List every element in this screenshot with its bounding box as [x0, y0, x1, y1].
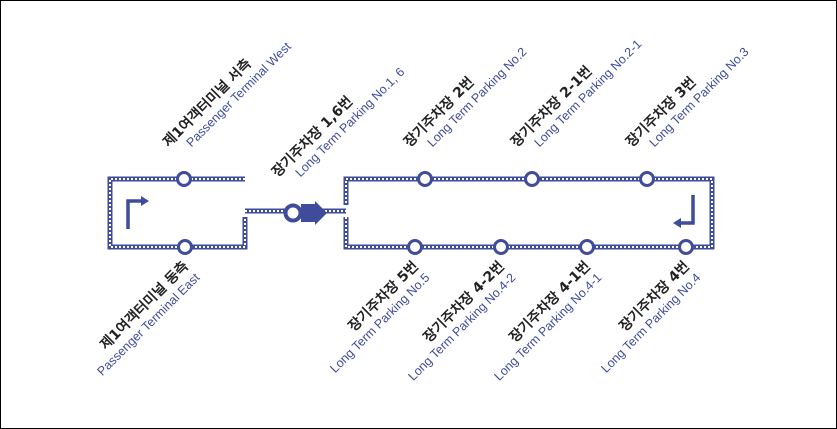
- stop-marker-p3: [639, 171, 655, 187]
- stops-layer: [176, 171, 694, 255]
- stop-marker-p4: [678, 239, 694, 255]
- turn-right-arrow-icon: [126, 196, 149, 229]
- route-line: [107, 176, 715, 250]
- stop-name-english: Passenger Terminal West: [184, 39, 295, 150]
- turn-left-arrow-icon: [673, 195, 695, 228]
- stop-name-english: Long Term Parking No.5: [327, 271, 432, 376]
- stop-name-english: Long Term Parking No.4: [598, 271, 703, 376]
- stop-name-english: Long Term Parking No.2-1: [532, 37, 645, 150]
- route-track-outline: [343, 176, 715, 250]
- route-segment-right-loop: [345, 178, 713, 248]
- stop-marker-p2: [417, 171, 433, 187]
- stop-marker-t1-west: [176, 171, 192, 187]
- stop-marker-t1-east: [177, 239, 193, 255]
- route-track-outline: [107, 176, 248, 250]
- stop-name-english: Long Term Parking No.1, 6: [293, 65, 408, 180]
- stop-marker-p4-2: [493, 239, 509, 255]
- stop-name-korean: 제1여객터미널 동측: [97, 258, 192, 353]
- stop-marker-p2-1: [524, 171, 540, 187]
- stop-name-english: Long Term Parking No.3: [647, 45, 752, 150]
- stop-marker-p5: [407, 239, 423, 255]
- stop-name-korean: 제1여객터미널 서측: [159, 55, 254, 150]
- stop-marker-p1-6: [283, 203, 303, 223]
- current-position-arrow-icon: [301, 201, 327, 225]
- route-segment-left-loop: [109, 178, 246, 248]
- stop-marker-p4-1: [579, 239, 595, 255]
- stop-name-english: Passenger Terminal East: [94, 270, 202, 378]
